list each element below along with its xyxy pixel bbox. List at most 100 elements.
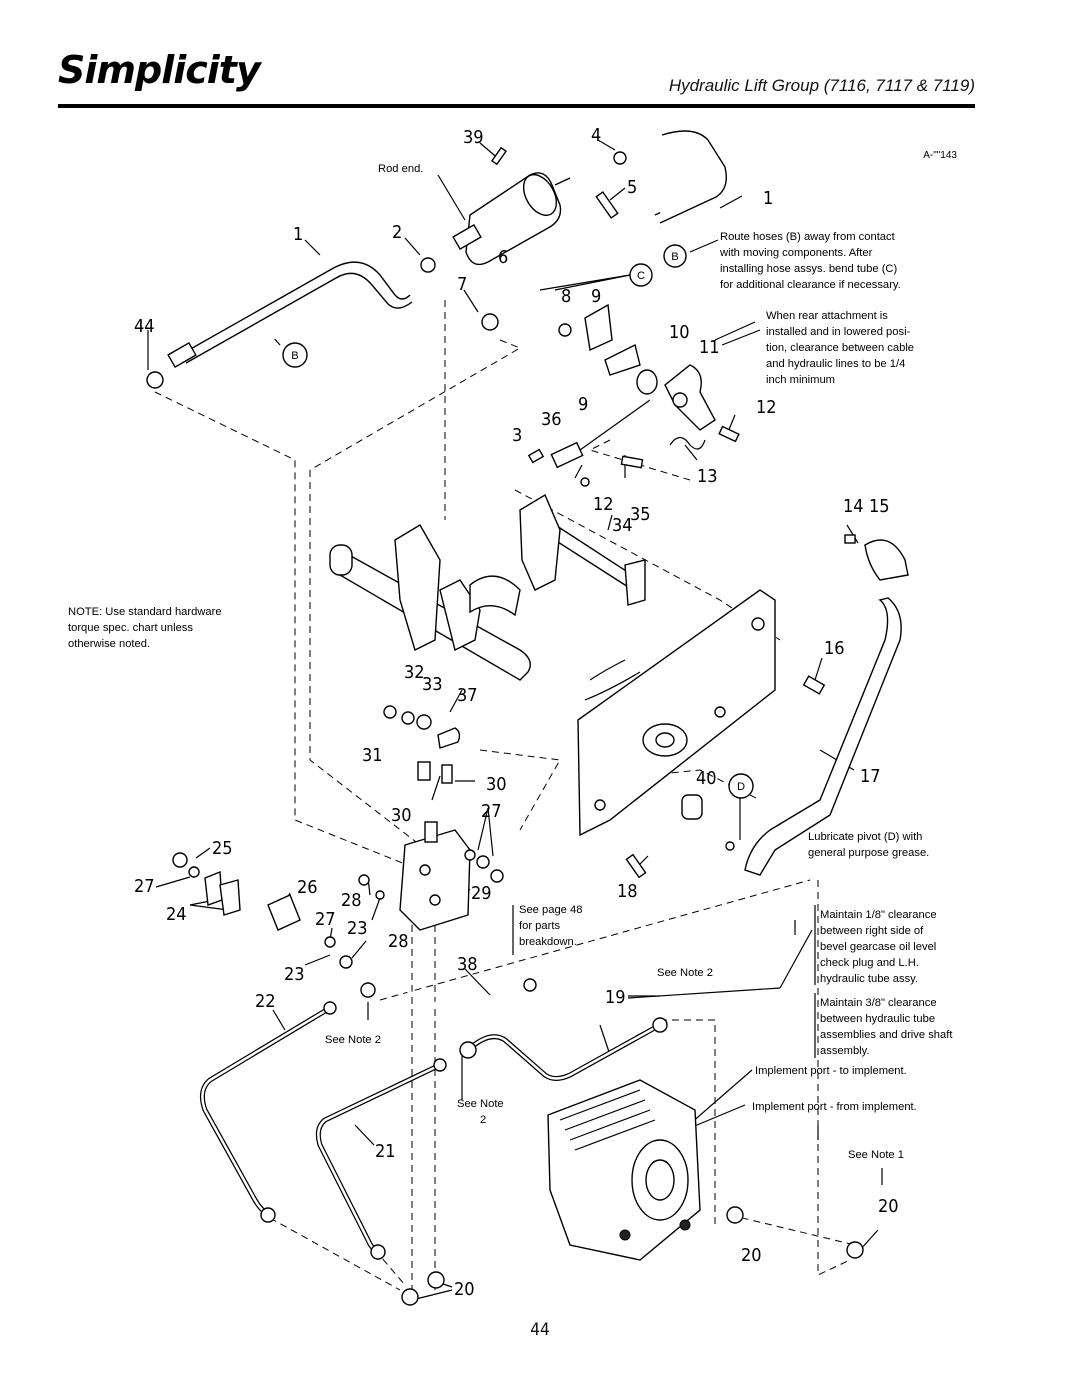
rockshaft-assembly bbox=[329, 524, 531, 681]
part-38: 38 bbox=[457, 954, 478, 975]
part-11: 11 bbox=[699, 337, 720, 358]
part-15: 15 bbox=[869, 496, 890, 517]
callout-b-left bbox=[282, 342, 308, 368]
part-27-mid: 27 bbox=[315, 909, 336, 930]
part-31: 31 bbox=[362, 745, 383, 766]
note-maintain-18-5: hydraulic tube assy. bbox=[820, 973, 918, 985]
part-24: 24 bbox=[166, 904, 187, 925]
part-6: 6 bbox=[498, 247, 508, 268]
part-20-right: 20 bbox=[878, 1196, 899, 1217]
note-maintain-38-1: Maintain 3/8" clearance bbox=[820, 997, 937, 1009]
part-21: 21 bbox=[375, 1141, 396, 1162]
note-rod-end: Rod end. bbox=[378, 163, 423, 175]
part-10: 10 bbox=[669, 322, 690, 343]
note-port-from: Implement port - from implement. bbox=[752, 1101, 917, 1113]
part-30-right: 30 bbox=[486, 774, 507, 795]
part-32: 32 bbox=[404, 662, 425, 683]
part-9-top: 9 bbox=[591, 286, 601, 307]
part-1-left: 1 bbox=[293, 224, 303, 245]
plate-15 bbox=[864, 539, 909, 581]
note-rear-attachment-5: inch minimum bbox=[766, 374, 835, 386]
part-29: 29 bbox=[471, 883, 492, 904]
part-4: 4 bbox=[591, 125, 601, 146]
part-30-left: 30 bbox=[391, 805, 412, 826]
part-28-bottom: 28 bbox=[388, 931, 409, 952]
lift-shaft-34 bbox=[519, 493, 646, 606]
callout-c bbox=[629, 263, 653, 287]
page-title: Hydraulic Lift Group (7116, 7117 & 7119) bbox=[668, 76, 975, 95]
part-26: 26 bbox=[297, 877, 318, 898]
note-route-hoses-1: Route hoses (B) away from contact bbox=[720, 231, 896, 243]
note-hardware-2: torque spec. chart unless bbox=[68, 622, 193, 634]
callout-b-right bbox=[663, 244, 687, 268]
annotations: A-""143 Rod end. Route hoses (B) away fr… bbox=[68, 150, 957, 1161]
note-see-note-2-right: See Note 2 bbox=[657, 967, 713, 979]
note-see-page-3: breakdown. bbox=[519, 936, 577, 948]
note-route-hoses-2: with moving components. After bbox=[719, 247, 873, 259]
part-36: 36 bbox=[541, 409, 562, 430]
part-14: 14 bbox=[843, 496, 864, 517]
frame-plate bbox=[577, 589, 776, 837]
hydraulic-cylinder bbox=[452, 172, 571, 266]
callout-c-label: C bbox=[637, 270, 645, 282]
part-16: 16 bbox=[824, 638, 845, 659]
callout-d bbox=[728, 773, 754, 799]
part-27-left: 27 bbox=[134, 876, 155, 897]
part-12-right: 12 bbox=[756, 397, 777, 418]
note-rear-attachment-3: tion, clearance between cable bbox=[766, 342, 914, 354]
note-see-page-2: for parts bbox=[519, 920, 560, 932]
part-3: 3 bbox=[512, 425, 522, 446]
part-25: 25 bbox=[212, 838, 233, 859]
part-8: 8 bbox=[561, 286, 571, 307]
callout-d-label: D bbox=[737, 781, 745, 793]
part-20-bottom: 20 bbox=[454, 1279, 475, 1300]
part-20-mid: 20 bbox=[741, 1245, 762, 1266]
hardware-items bbox=[146, 146, 864, 1306]
note-see-page-1: See page 48 bbox=[519, 904, 582, 916]
part-18: 18 bbox=[617, 881, 638, 902]
drawing-id: A-""143 bbox=[923, 150, 957, 161]
control-valve-29 bbox=[399, 821, 471, 931]
note-route-hoses-4: for additional clearance if necessary. bbox=[720, 279, 901, 291]
part-5: 5 bbox=[627, 177, 637, 198]
part-23-bottom: 23 bbox=[284, 964, 305, 985]
header-rule bbox=[58, 104, 975, 108]
note-hardware-3: otherwise noted. bbox=[68, 638, 150, 650]
brand-logo: Simplicity bbox=[58, 48, 261, 92]
note-maintain-18-2: between right side of bbox=[820, 925, 924, 937]
part-28-top: 28 bbox=[341, 890, 362, 911]
part-12-left: 12 bbox=[593, 494, 614, 515]
note-lubricate-2: general purpose grease. bbox=[808, 847, 929, 859]
note-see-note-2-center-1: See Note bbox=[457, 1098, 504, 1110]
note-maintain-38-2: between hydraulic tube bbox=[820, 1013, 935, 1025]
callout-b-left-label: B bbox=[291, 350, 298, 362]
note-lubricate-1: Lubricate pivot (D) with bbox=[808, 831, 922, 843]
note-rear-attachment-1: When rear attachment is bbox=[766, 310, 888, 322]
part-40: 40 bbox=[696, 768, 717, 789]
part-7: 7 bbox=[457, 274, 467, 295]
note-see-note-2-center-2: 2 bbox=[480, 1114, 486, 1126]
part-35: 35 bbox=[630, 504, 651, 525]
note-maintain-38-4: assembly. bbox=[820, 1045, 870, 1057]
part-13: 13 bbox=[697, 466, 718, 487]
part-39: 39 bbox=[463, 127, 484, 148]
part-1-right: 1 bbox=[763, 188, 773, 209]
note-see-note-1: See Note 1 bbox=[848, 1149, 904, 1161]
part-9-bottom: 9 bbox=[578, 394, 588, 415]
part-numbers: 39 4 5 1 1 2 6 7 8 9 10 11 9 12 3 36 13 … bbox=[134, 125, 899, 1300]
part-19: 19 bbox=[605, 987, 626, 1008]
part-27-top: 27 bbox=[481, 801, 502, 822]
note-rear-attachment-4: and hydraulic lines to be 1/4 bbox=[766, 358, 905, 370]
part-2: 2 bbox=[392, 222, 402, 243]
note-port-to: Implement port - to implement. bbox=[755, 1065, 907, 1077]
note-bars bbox=[512, 905, 819, 1140]
hydraulic-pump bbox=[547, 1079, 701, 1261]
note-rear-attachment-2: installed and in lowered posi- bbox=[766, 326, 911, 338]
note-maintain-18-3: bevel gearcase oil level bbox=[820, 941, 936, 953]
callout-b-right-label: B bbox=[671, 251, 678, 263]
note-maintain-38-3: assemblies and drive shaft bbox=[820, 1029, 953, 1041]
note-see-note-2-left: See Note 2 bbox=[325, 1034, 381, 1046]
part-33: 33 bbox=[422, 674, 443, 695]
note-maintain-18-1: Maintain 1/8" clearance bbox=[820, 909, 937, 921]
